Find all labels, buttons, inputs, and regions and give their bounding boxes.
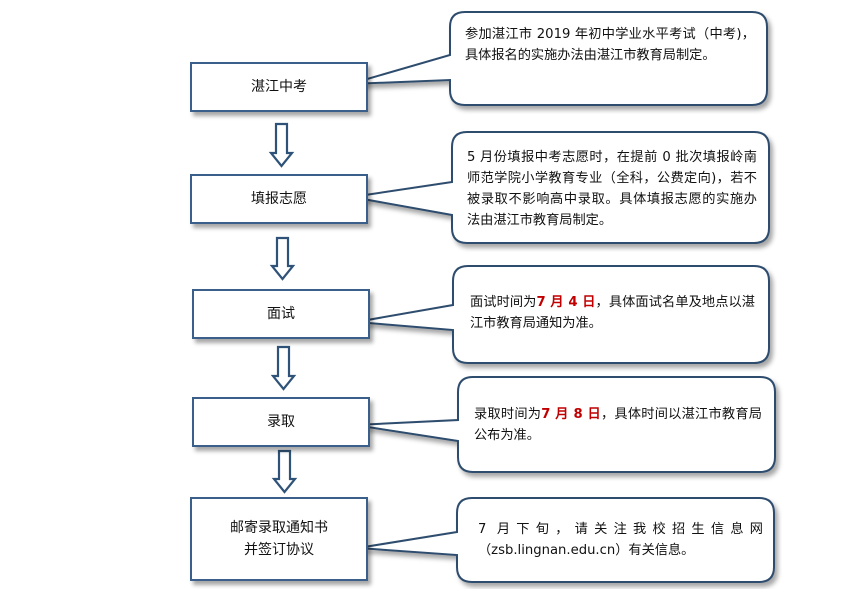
callout-bubble-3: [355, 265, 770, 364]
step-fill-application: 填报志愿: [190, 174, 368, 224]
admission-date: 7 月 8 日: [541, 407, 601, 422]
step-label-line2: 并签订协议: [244, 542, 314, 558]
interview-date: 7 月 4 日: [536, 295, 596, 310]
note-admission: 录取时间为7 月 8 日，具体时间以湛江市教育局公布为准。: [474, 404, 762, 446]
step-admission: 录取: [192, 397, 370, 447]
note-admission-before: 录取时间为: [474, 407, 542, 422]
step-mail-notice: 邮寄录取通知书 并签订协议: [190, 497, 368, 581]
note-interview: 面试时间为7 月 4 日，具体面试名单及地点以湛江市教育局通知为准。: [470, 292, 755, 334]
note-zhongkao: 参加湛江市 2019 年初中学业水平考试（中考)，具体报名的实施办法由湛江市教育…: [465, 27, 755, 63]
step-label-line1: 邮寄录取通知书: [230, 520, 328, 536]
down-arrow-icon: [271, 449, 298, 494]
callout-bubble-4: [354, 376, 776, 473]
step-interview: 面试: [192, 289, 370, 339]
down-arrow-icon: [269, 236, 296, 281]
note-mail-notice: 7 月下旬，请关注我校招生信息网（zsb.lingnan.edu.cn）有关信息…: [478, 522, 763, 558]
callout-bubble-2: [351, 131, 770, 244]
note-interview-before: 面试时间为: [470, 295, 537, 310]
note-admission-after: ，具体时间以湛江市教育局公布为准。: [474, 407, 762, 443]
down-arrow-icon: [270, 345, 297, 391]
note-fill-application: 5 月份填报中考志愿时，在提前 0 批次填报岭南师范学院小学教育专业（全科，公费…: [467, 150, 757, 228]
step-label: 录取: [267, 414, 295, 430]
step-label: 填报志愿: [251, 191, 307, 207]
down-arrow-icon: [268, 122, 295, 168]
callout-bubble-1: [349, 11, 768, 106]
step-label: 面试: [267, 306, 295, 322]
callout-bubble-5: [357, 497, 775, 583]
step-label: 湛江中考: [251, 79, 307, 95]
step-zhongkao: 湛江中考: [190, 62, 368, 112]
note-interview-after: ，具体面试名单及地点以湛江市教育局通知为准。: [470, 295, 755, 331]
